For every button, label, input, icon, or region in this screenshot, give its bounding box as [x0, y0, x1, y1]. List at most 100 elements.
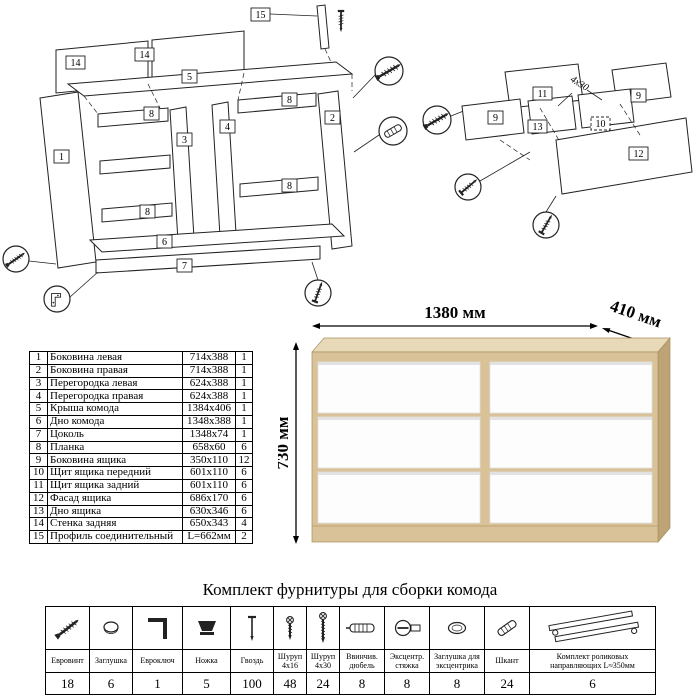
hardware-callouts	[2, 56, 408, 313]
part-size: 714x388	[182, 363, 236, 378]
part-size: 601x110	[182, 466, 236, 480]
hw-icon-cell	[306, 606, 340, 650]
part-name: Боковина левая	[47, 351, 183, 365]
drawer-fronts	[317, 361, 653, 524]
svg-text:8: 8	[287, 181, 292, 192]
drawer-slides-icon	[547, 610, 639, 643]
part-label-4: 4	[219, 119, 236, 134]
hw-name: Эксцентр. стяжка	[384, 649, 430, 673]
callout-circle	[43, 285, 71, 313]
hw-icon-cell	[182, 606, 231, 650]
hw-icon-cell	[45, 606, 90, 650]
rail-8	[99, 154, 171, 175]
foot-glide-icon	[197, 621, 216, 635]
drawer-front	[489, 416, 653, 469]
rail-8	[237, 92, 317, 114]
svg-text:7: 7	[182, 261, 187, 272]
part-size: 650x343	[182, 517, 236, 532]
drawer-front	[317, 471, 481, 524]
part-qty: 1	[235, 402, 253, 416]
svg-text:8: 8	[145, 207, 150, 218]
hw-icon-cell	[273, 606, 307, 650]
hw-qty: 18	[45, 672, 90, 695]
part-size: 350x110	[182, 453, 236, 468]
part-qty: 1	[235, 376, 253, 391]
part-number: 13	[29, 504, 48, 519]
dresser-body	[311, 337, 671, 543]
part-size: 1348x388	[182, 414, 236, 429]
part-name: Боковина ящика	[47, 453, 183, 468]
rail-8	[239, 176, 319, 198]
hw-qty: 8	[429, 672, 485, 695]
part-number: 6	[29, 414, 48, 429]
hw-qty: 6	[89, 672, 133, 695]
cabinet-exploded-view	[39, 4, 354, 274]
cam-cover-icon	[447, 621, 467, 635]
part-qty: 1	[235, 389, 253, 404]
part-size: 630x346	[182, 504, 236, 519]
hw-name: Шкант	[484, 649, 530, 673]
hw-name: Шуруп 4x30	[306, 649, 340, 673]
part-size: 658x60	[182, 440, 236, 455]
part-label-8: 8	[139, 204, 156, 219]
confirmat-screw-icon	[53, 619, 79, 640]
hex-key-icon	[147, 618, 167, 639]
svg-text:5: 5	[187, 72, 192, 83]
hw-icon-cell	[529, 606, 656, 650]
part-label-1: 1	[53, 149, 70, 164]
part-number: 9	[29, 453, 48, 468]
part-label-14: 14	[134, 47, 155, 62]
drawer-facade-12	[555, 117, 693, 195]
part-qty: 6	[235, 491, 253, 506]
part-number: 7	[29, 427, 48, 442]
part-size: L=662мм	[182, 530, 236, 544]
part-name: Планка	[47, 440, 183, 455]
part-size: 624x388	[182, 389, 236, 404]
hw-qty: 8	[384, 672, 430, 695]
svg-text:2: 2	[330, 113, 335, 124]
screw-in-dowel-icon	[346, 623, 375, 633]
rail-8	[101, 202, 173, 223]
part-number: 3	[29, 376, 48, 391]
part-name: Стенка задняя	[47, 517, 183, 532]
cap-plug-icon	[103, 621, 119, 634]
drawer-front	[317, 361, 481, 414]
hw-qty: 24	[484, 672, 530, 695]
drawer-front	[489, 361, 653, 414]
hw-icon-cell	[384, 606, 430, 650]
hw-icon-cell	[484, 606, 530, 650]
connector-profile-15	[316, 4, 330, 50]
part-number: 10	[29, 466, 48, 480]
part-qty: 1	[235, 363, 253, 378]
svg-text:9: 9	[636, 91, 641, 102]
hw-name: Заглушка для эксцентрика	[429, 649, 485, 673]
svg-text:11: 11	[538, 89, 548, 100]
part-label-5: 5	[181, 69, 198, 84]
part-qty: 1	[235, 414, 253, 429]
drawer-exploded-view: 11 9 9 13 10 12 4x30	[421, 62, 693, 239]
part-number: 14	[29, 517, 48, 532]
hw-name: Шуруп 4x16	[273, 649, 307, 673]
hw-name: Ножка	[182, 649, 231, 673]
part-label-7: 7	[176, 258, 193, 273]
part-size: 1348x74	[182, 427, 236, 442]
svg-text:15: 15	[256, 10, 266, 21]
part-name: Боковина правая	[47, 363, 183, 378]
hw-name: Евровинт	[45, 649, 90, 673]
hw-icon-cell	[89, 606, 133, 650]
hardware-names-row: Евровинт Заглушка Евроключ Ножка Гвоздь …	[45, 649, 656, 673]
part-name: Перегородка левая	[47, 376, 183, 391]
width-label: 1380 мм	[424, 303, 486, 322]
part-label-9: 9	[630, 88, 647, 103]
dresser-render: 1380 мм 410 мм 730 мм	[278, 298, 671, 544]
svg-text:10: 10	[596, 119, 606, 130]
hw-qty: 100	[230, 672, 274, 695]
